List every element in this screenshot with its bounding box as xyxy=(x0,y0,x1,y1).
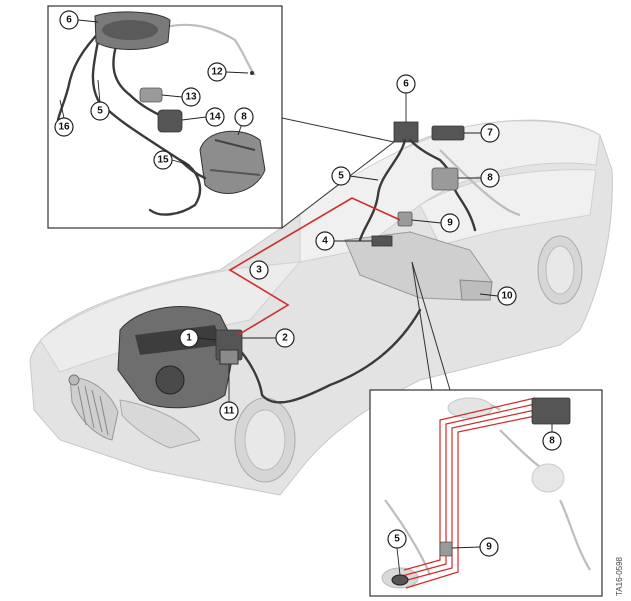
engine xyxy=(117,306,236,409)
svg-text:7: 7 xyxy=(487,128,493,139)
svg-text:12: 12 xyxy=(211,67,223,78)
inset-top-callout-5: 5 xyxy=(90,101,110,121)
red-line-path xyxy=(228,197,401,336)
callout-9: 9 xyxy=(440,213,460,233)
fuel-tank xyxy=(344,231,493,301)
component-4-on-car xyxy=(371,235,393,247)
svg-text:13: 13 xyxy=(185,92,197,103)
svg-text:5: 5 xyxy=(338,171,344,182)
bottom-inset: 8 5 9 xyxy=(369,389,603,597)
inset-top-callout-13: 13 xyxy=(181,87,201,107)
top-inset: 6 5 16 12 13 14 8 15 xyxy=(47,5,283,229)
svg-text:1: 1 xyxy=(186,333,192,344)
brand-logo xyxy=(68,374,80,386)
svg-text:15: 15 xyxy=(157,155,169,166)
callout-8: 8 xyxy=(480,168,500,188)
callout-4: 4 xyxy=(315,231,335,251)
callout-10: 10 xyxy=(497,286,517,306)
reference-code: TA16-0598 xyxy=(615,556,624,596)
callout-5: 5 xyxy=(331,166,351,186)
component-9-on-car xyxy=(397,211,413,227)
inset-top-callout-15: 15 xyxy=(153,150,173,170)
inset-bottom-callout-9: 9 xyxy=(479,537,499,557)
svg-text:9: 9 xyxy=(486,542,492,553)
inset-top-callout-12: 12 xyxy=(207,62,227,82)
svg-text:4: 4 xyxy=(322,236,328,247)
inset-top-callout-6: 6 xyxy=(59,10,79,30)
rear-wheel xyxy=(537,235,583,305)
svg-text:9: 9 xyxy=(447,218,453,229)
callout-3: 3 xyxy=(249,260,269,280)
svg-text:6: 6 xyxy=(66,15,72,26)
inset-bottom-callout-5: 5 xyxy=(387,529,407,549)
svg-text:2: 2 xyxy=(282,333,288,344)
svg-text:16: 16 xyxy=(58,122,70,133)
front-wheel xyxy=(234,397,296,483)
svg-text:6: 6 xyxy=(403,79,409,90)
inset-top-callout-8: 8 xyxy=(234,107,254,127)
inset-bottom-callout-8: 8 xyxy=(542,431,562,451)
svg-text:3: 3 xyxy=(256,265,262,276)
inset-top-callout-16: 16 xyxy=(54,117,74,137)
callout-11: 11 xyxy=(219,401,239,421)
svg-text:8: 8 xyxy=(549,436,555,447)
svg-text:14: 14 xyxy=(209,112,221,123)
svg-text:11: 11 xyxy=(224,406,235,417)
svg-text:8: 8 xyxy=(241,112,247,123)
component-8-on-car xyxy=(431,167,459,191)
callout-2: 2 xyxy=(275,328,295,348)
main-leaders xyxy=(197,93,499,402)
callout-1: 1 xyxy=(179,328,199,348)
component-6-on-car xyxy=(393,121,419,143)
callout-7: 7 xyxy=(480,123,500,143)
component-7-on-car xyxy=(431,125,465,141)
svg-text:5: 5 xyxy=(97,106,103,117)
callout-6: 6 xyxy=(396,74,416,94)
inset-top-callout-14: 14 xyxy=(205,107,225,127)
svg-text:5: 5 xyxy=(394,534,400,545)
svg-text:10: 10 xyxy=(501,291,513,302)
svg-text:8: 8 xyxy=(487,173,493,184)
car-illustration xyxy=(29,119,613,496)
